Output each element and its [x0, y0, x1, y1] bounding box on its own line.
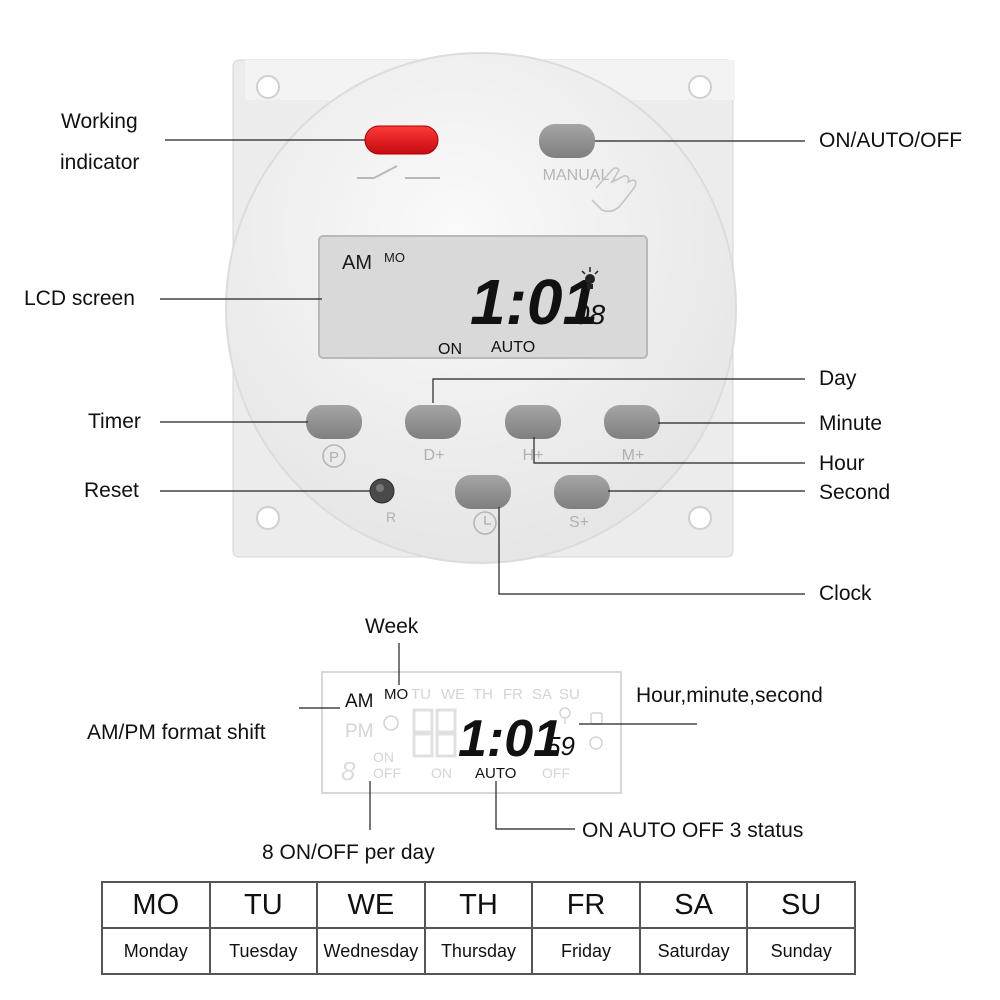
lcd-screen	[318, 235, 648, 359]
minute-button-label: M+	[622, 447, 645, 464]
week-codes-row: MO TU WE TH FR SA SU	[101, 881, 856, 929]
week-name-cell: Saturday	[638, 927, 749, 975]
lcd-ampm: AM	[342, 252, 372, 274]
detail-day-tu: TU	[411, 686, 431, 703]
timer-label: Timer	[88, 410, 141, 433]
minute-label: Minute	[819, 412, 883, 435]
reset-button-label: R	[386, 509, 396, 525]
callout-lines	[160, 139, 805, 595]
week-names-row: Monday Tuesday Wednesday Thursday Friday…	[101, 927, 856, 975]
eight-on-off-label: 8 ON/OFF per day	[262, 841, 435, 864]
detail-lcd-diagram: AM PM MO TU WE TH FR SA SU 1:01 59 8 ON …	[299, 643, 697, 830]
detail-day-we: WE	[441, 686, 465, 703]
lcd-on: ON	[438, 341, 462, 358]
detail-ghost-digits	[412, 708, 457, 758]
week-code-cell: TU	[208, 881, 319, 929]
lcd-bulb-icon	[581, 267, 599, 289]
hour-minute-second-label: Hour,minute,second	[636, 684, 823, 707]
detail-lcd-panel	[321, 671, 622, 794]
week-label: Week	[365, 615, 419, 638]
day-button: D+	[405, 405, 461, 464]
status-3-label: ON AUTO OFF 3 status	[582, 819, 804, 842]
day-button-label: D+	[424, 447, 445, 464]
lcd-auto: AUTO	[491, 339, 535, 356]
detail-day-th: TH	[473, 686, 493, 703]
manual-button	[539, 124, 595, 158]
week-code-cell: FR	[531, 881, 641, 929]
manual-label: MANUAL	[543, 167, 610, 184]
hour-button-label: H+	[523, 447, 544, 464]
clock-icon	[473, 511, 497, 535]
lcd-time: 1:01	[470, 266, 598, 338]
detail-bulb-icon	[559, 707, 571, 724]
week-name-cell: Monday	[101, 927, 211, 975]
working-indicator-led	[364, 125, 439, 155]
detail-time: 1:01	[458, 710, 562, 768]
pointing-hand-icon	[591, 167, 637, 213]
am-pm-format-shift-label: AM/PM format shift	[87, 721, 266, 744]
week-name-cell: Tuesday	[208, 927, 319, 975]
second-button: S+	[554, 475, 610, 531]
hour-button: H+	[505, 405, 561, 464]
timer-device: MANUAL AM MO 1:01 08 ON AUTO P D+ H+ M+ …	[160, 52, 805, 595]
detail-on-small: ON	[373, 749, 394, 765]
mounting-holes	[256, 75, 712, 530]
lcd-seconds: 08	[574, 299, 606, 330]
detail-on: ON	[431, 765, 452, 781]
detail-day-fr: FR	[503, 686, 523, 703]
week-code-cell: MO	[101, 881, 211, 929]
detail-off: OFF	[542, 765, 570, 781]
lcd-screen-label: LCD screen	[24, 287, 135, 310]
reset-label: Reset	[84, 479, 139, 502]
detail-day-sa: SA	[532, 686, 552, 703]
week-name-cell: Thursday	[423, 927, 534, 975]
detail-am: AM	[345, 691, 374, 712]
detail-day-mo: MO	[384, 686, 408, 703]
second-label: Second	[819, 481, 891, 504]
reset-button: R	[369, 478, 396, 525]
week-code-cell: SU	[746, 881, 856, 929]
detail-off-small: OFF	[373, 765, 401, 781]
switch-symbol-icon	[357, 165, 440, 179]
detail-program-number: 8	[341, 756, 356, 786]
working-indicator-label-line2: indicator	[60, 151, 140, 174]
second-button-label: S+	[569, 514, 589, 531]
week-code-cell: SA	[638, 881, 749, 929]
on-auto-off-label: ON/AUTO/OFF	[819, 129, 963, 152]
week-name-cell: Friday	[531, 927, 641, 975]
detail-day-su: SU	[559, 686, 580, 703]
minute-button: M+	[604, 405, 660, 464]
lcd-day: MO	[384, 250, 405, 265]
week-code-cell: TH	[423, 881, 534, 929]
timer-button: P	[306, 405, 362, 468]
clock-button	[455, 475, 511, 535]
working-indicator-label-line1: Working	[61, 110, 138, 133]
detail-auto: AUTO	[475, 765, 516, 782]
hour-label: Hour	[819, 452, 865, 475]
timer-button-label: P	[329, 449, 339, 466]
detail-seconds: 59	[546, 731, 575, 761]
day-label: Day	[819, 367, 857, 390]
week-name-cell: Sunday	[746, 927, 856, 975]
week-name-cell: Wednesday	[316, 927, 426, 975]
week-table: MO TU WE TH FR SA SU Monday Tuesday Wedn…	[101, 881, 856, 975]
week-code-cell: WE	[316, 881, 426, 929]
detail-callout-lines	[299, 643, 697, 830]
detail-circle-icon	[383, 715, 399, 731]
detail-pm: PM	[345, 721, 374, 742]
clock-label: Clock	[819, 582, 872, 605]
